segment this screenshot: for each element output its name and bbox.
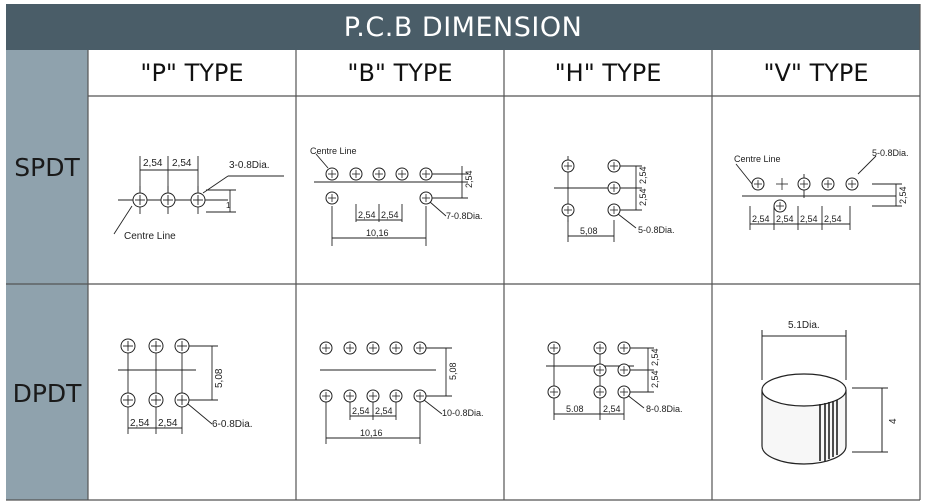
diagram-v-spdt: Centre Line 5-0.8Dia. 2,54 2,54 2,54 2,5… (734, 148, 909, 230)
row-label-dpdt: DPDT (12, 378, 82, 408)
dim-label: 2,54 (776, 214, 794, 224)
page-title: P.C.B DIMENSION (6, 4, 920, 50)
centre-line-label: Centre Line (734, 154, 781, 164)
hole-spec-label: 8-0.8Dia. (646, 404, 683, 414)
dim-label: 2,54 (638, 166, 648, 184)
dim-label: 5,08 (580, 226, 598, 236)
dim-label: 2,54 (898, 186, 908, 204)
centre-line-label: Centre Line (124, 231, 176, 242)
hole-spec-label: 7-0.8Dia. (446, 211, 483, 221)
dim-label: 2,54 (638, 188, 648, 206)
hole-spec-label: 5-0.8Dia. (638, 225, 675, 235)
diagram-h-dpdt: 5.08 2,54 8-0.8Dia. 2,54 2,54 (546, 341, 683, 420)
centre-line-label: Centre Line (310, 146, 357, 156)
dim-label: 2,54 (358, 210, 376, 220)
dim-label: 2,54 (824, 214, 842, 224)
dim-label: 1 (226, 201, 231, 210)
diameter-label: 5.1Dia. (788, 320, 820, 331)
hole-spec-label: 6-0.8Dia. (212, 419, 253, 430)
diagram-b-dpdt: 2,54 2,54 10,16 10-0.8Dia. 5,08 (319, 341, 484, 444)
dim-label: 2,54 (464, 170, 474, 188)
hole-spec-label: 5-0.8Dia. (872, 148, 909, 158)
dim-label: 5,08 (448, 362, 458, 380)
diagram-p-dpdt: 2,54 2,54 6-0.8Dia. 5,08 (118, 338, 253, 434)
cylinder-drawing (761, 373, 847, 465)
dim-label: 5,08 (214, 368, 225, 388)
column-header-v-type: "V" TYPE (763, 59, 869, 87)
dim-label: 2,54 (130, 418, 150, 429)
dim-label: 2,54 (172, 158, 192, 169)
dim-label: 10,16 (366, 228, 389, 238)
diagram-v-dpdt: 5.1Dia. 4 (761, 320, 899, 465)
row-header-column (6, 50, 88, 500)
dim-label: 2,54 (375, 406, 393, 416)
hole-spec-label: 10-0.8Dia. (442, 408, 484, 418)
dim-label: 2,54 (800, 214, 818, 224)
dim-label: 2,54 (650, 348, 660, 366)
dim-label: 2,54 (650, 370, 660, 388)
dim-label: 2,54 (381, 210, 399, 220)
diagram-b-spdt: Centre Line 2,54 2,54 10,16 7-0.8Dia. 2,… (310, 146, 483, 246)
dim-label: 5.08 (566, 404, 584, 414)
dim-label: 2,54 (352, 406, 370, 416)
dim-label: 2,54 (752, 214, 770, 224)
diagram-p-spdt: 2,54 2,54 3-0.8Dia. 1 Centre Line (113, 156, 284, 242)
diagram-h-spdt: 5,08 5-0.8Dia. 2,54 2,54 (554, 156, 675, 242)
column-header-b-type: "B" TYPE (347, 59, 453, 87)
row-label-spdt: SPDT (14, 152, 80, 182)
dim-label: 2,54 (603, 404, 621, 414)
dim-label: 2,54 (143, 158, 163, 169)
column-header-p-type: "P" TYPE (140, 59, 244, 87)
dim-label: 10,16 (360, 428, 383, 438)
hole-spec-label: 3-0.8Dia. (229, 160, 270, 171)
height-label: 4 (888, 418, 899, 424)
dim-label: 2,54 (158, 418, 178, 429)
column-header-h-type: "H" TYPE (554, 59, 662, 87)
